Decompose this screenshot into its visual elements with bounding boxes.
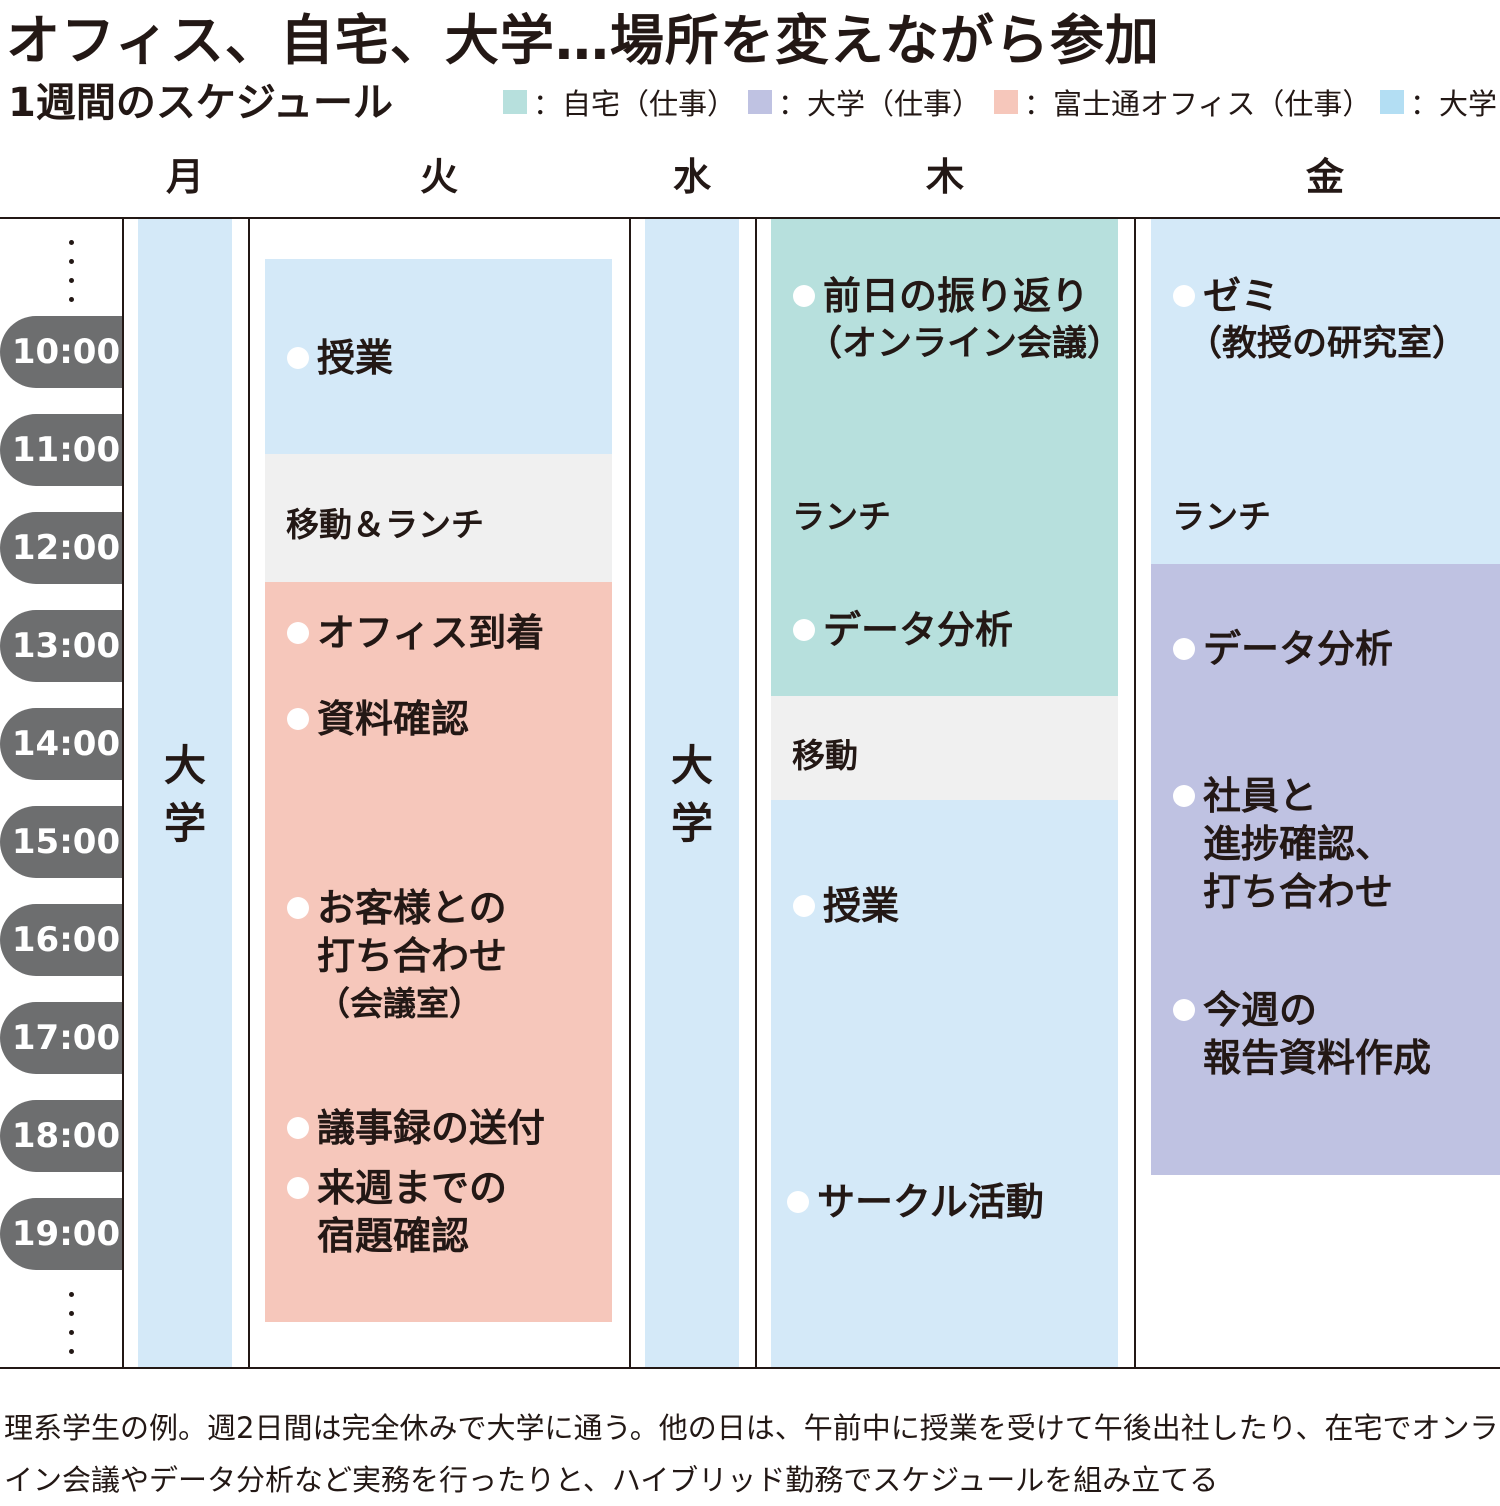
legend-label-office-work: ：富士通オフィス（仕事） (1024, 87, 1372, 121)
time-ellipsis-top (69, 240, 75, 316)
monday-university-block (138, 219, 232, 1367)
thursday-home-work-block (771, 219, 1118, 696)
time-label: 16:00 (0, 904, 122, 976)
wednesday-university-block (645, 219, 739, 1367)
time-label: 11:00 (0, 414, 122, 486)
thursday-transit-label: 移動 (792, 736, 858, 775)
tuesday-office-block (265, 582, 612, 1322)
thursday-university-block (771, 800, 1118, 1367)
day-header-thursday: 木 (925, 155, 965, 199)
column-divider (1134, 219, 1136, 1368)
legend-swatch-university (1380, 90, 1404, 114)
legend-swatch-home-work (503, 90, 527, 114)
column-divider (629, 219, 631, 1368)
bullet-icon (1173, 638, 1195, 660)
time-label: 17:00 (0, 1002, 122, 1074)
friday-university-block (1151, 219, 1500, 564)
grid-bottom-line (0, 1367, 1500, 1369)
bullet-icon (287, 897, 309, 919)
bullet-icon (793, 895, 815, 917)
bullet-icon (1173, 999, 1195, 1021)
wednesday-label: 大学 (670, 741, 713, 848)
schedule-subtitle: 1週間のスケジュール (8, 80, 394, 126)
bullet-icon (287, 1117, 309, 1139)
legend-swatch-office-work (994, 90, 1018, 114)
time-label: 12:00 (0, 512, 122, 584)
bullet-icon (287, 708, 309, 730)
bullet-icon (1173, 785, 1195, 807)
thursday-lunch-label: ランチ (792, 497, 891, 536)
legend-university: ：大学 (1380, 82, 1497, 122)
time-label: 10:00 (0, 316, 122, 388)
legend-swatch-university-work (748, 90, 772, 114)
bullet-icon (287, 622, 309, 644)
caption-text: 理系学生の例。週2日間は完全休みで大学に通う。他の日は、午前中に授業を受けて午後… (4, 1411, 1499, 1497)
legend-university-work: ：大学（仕事） (748, 82, 981, 122)
column-divider (248, 219, 250, 1368)
bullet-icon (787, 1191, 809, 1213)
friday-lunch-label: ランチ (1172, 497, 1271, 536)
tuesday-transit-block (265, 454, 612, 582)
legend-office-work: ：富士通オフィス（仕事） (994, 82, 1371, 122)
time-label: 14:00 (0, 708, 122, 780)
tuesday-transit-label: 移動＆ランチ (286, 505, 484, 544)
legend-label-university-work: ：大学（仕事） (778, 87, 982, 121)
thursday-transit-block (771, 696, 1118, 800)
bullet-icon (287, 1177, 309, 1199)
monday-label: 大学 (163, 741, 206, 848)
page-title: オフィス、自宅、大学…場所を変えながら参加 (6, 9, 1160, 72)
bullet-icon (793, 619, 815, 641)
time-label: 19:00 (0, 1198, 122, 1270)
time-ellipsis-bottom (69, 1292, 75, 1368)
day-header-wednesday: 水 (672, 155, 712, 199)
day-header-monday: 月 (165, 155, 205, 199)
column-divider (122, 219, 124, 1368)
bullet-icon (1173, 285, 1195, 307)
tuesday-class-block (265, 259, 612, 454)
legend-label-home-work: ：自宅（仕事） (533, 87, 737, 121)
grid-top-line (0, 217, 1500, 219)
bullet-icon (287, 347, 309, 369)
time-label: 13:00 (0, 610, 122, 682)
legend-home-work: ：自宅（仕事） (503, 82, 736, 122)
friday-university-work-block (1151, 564, 1500, 1175)
day-header-tuesday: 火 (419, 155, 459, 199)
bullet-icon (793, 285, 815, 307)
time-label: 15:00 (0, 806, 122, 878)
column-divider (755, 219, 757, 1368)
legend-label-university: ：大学 (1410, 87, 1498, 121)
time-label: 18:00 (0, 1100, 122, 1172)
day-header-friday: 金 (1305, 155, 1345, 199)
